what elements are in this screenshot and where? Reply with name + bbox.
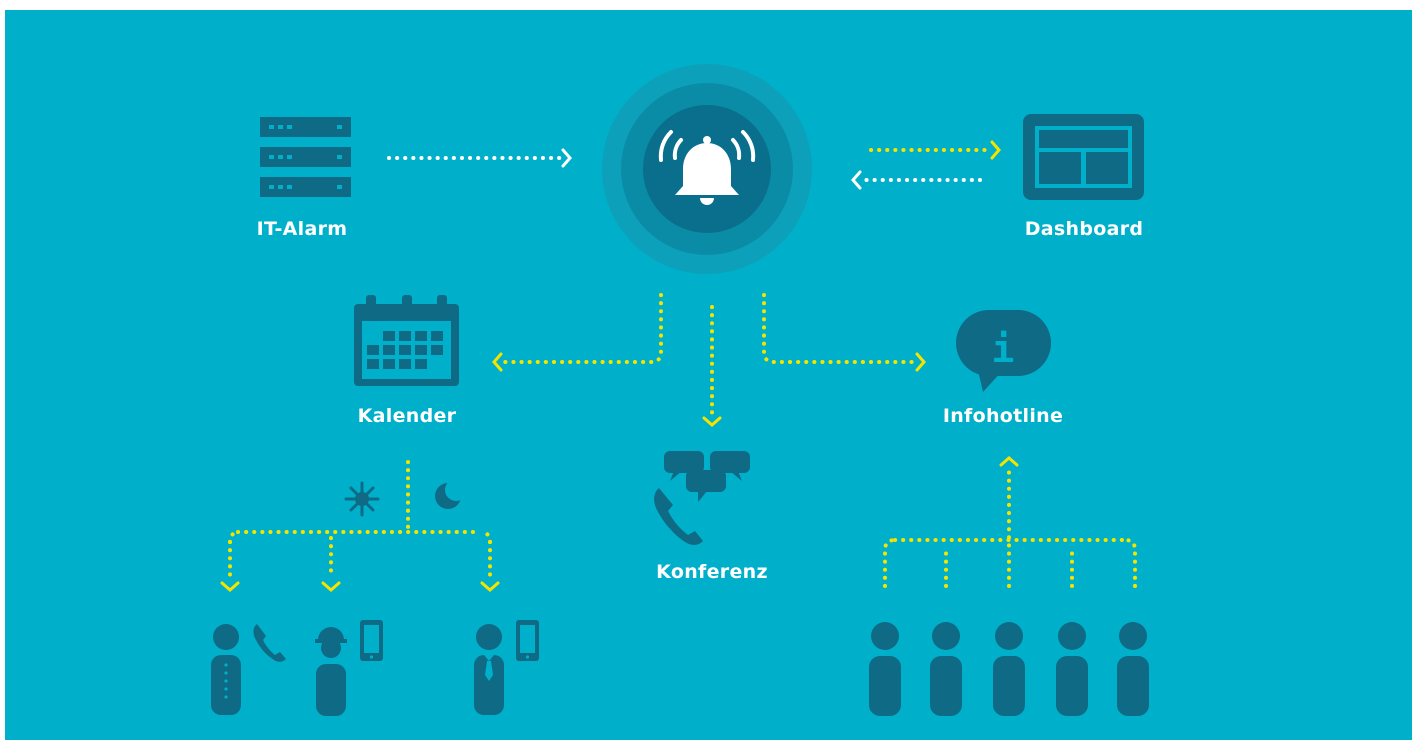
caller-person	[930, 622, 962, 716]
infohotline-label: Infohotline	[943, 405, 1063, 427]
kalender-node: Kalender	[354, 295, 459, 427]
connector-hub-to-konferenz	[702, 305, 722, 427]
staff-person-2	[315, 627, 347, 716]
konferenz-node: Konferenz	[654, 451, 768, 583]
smartphone-icon	[516, 620, 539, 661]
dashboard-label: Dashboard	[1025, 218, 1144, 240]
alarm-flow-diagram: IT-Alarm Dashboard Kalender	[211, 64, 1149, 716]
connector-italarm-to-hub	[387, 148, 572, 168]
calendar-icon	[354, 295, 459, 386]
alarm-hub	[602, 64, 812, 274]
caller-person	[1056, 622, 1088, 716]
server-rack-icon	[260, 117, 351, 197]
caller-group	[869, 622, 1149, 716]
konferenz-label: Konferenz	[656, 561, 768, 583]
connector-dashboard-to-hub	[851, 170, 982, 190]
staff-person-3	[474, 624, 504, 715]
connector-hub-to-infohotline	[762, 293, 926, 372]
it-alarm-label: IT-Alarm	[257, 218, 348, 240]
connector-hub-to-dashboard	[869, 140, 1001, 160]
phone-handset-icon	[253, 624, 286, 662]
caller-person	[1117, 622, 1149, 716]
info-i-symbol: i	[992, 327, 1015, 371]
bell-icon	[675, 136, 739, 205]
moon-icon	[435, 479, 467, 509]
dashboard-icon	[1023, 114, 1144, 200]
kalender-label: Kalender	[358, 405, 457, 427]
phone-icon	[654, 488, 703, 545]
caller-person	[993, 622, 1025, 716]
it-alarm-node: IT-Alarm	[257, 117, 351, 240]
bell-ringing-waves-icon	[658, 130, 756, 162]
dashboard-node: Dashboard	[1023, 114, 1144, 240]
sun-icon	[344, 481, 380, 517]
connector-kalender-to-staff	[220, 460, 500, 592]
smartphone-icon	[360, 620, 383, 661]
connector-callers-to-infohotline	[883, 456, 1137, 588]
connector-hub-to-kalender	[492, 293, 663, 372]
info-speech-bubble-icon: i	[956, 310, 1051, 392]
infohotline-node: i Infohotline	[943, 310, 1063, 427]
diagram-canvas: IT-Alarm Dashboard Kalender	[5, 10, 1412, 740]
conference-chat-icon	[664, 451, 750, 502]
staff-person-1	[211, 624, 241, 715]
caller-person	[869, 622, 901, 716]
